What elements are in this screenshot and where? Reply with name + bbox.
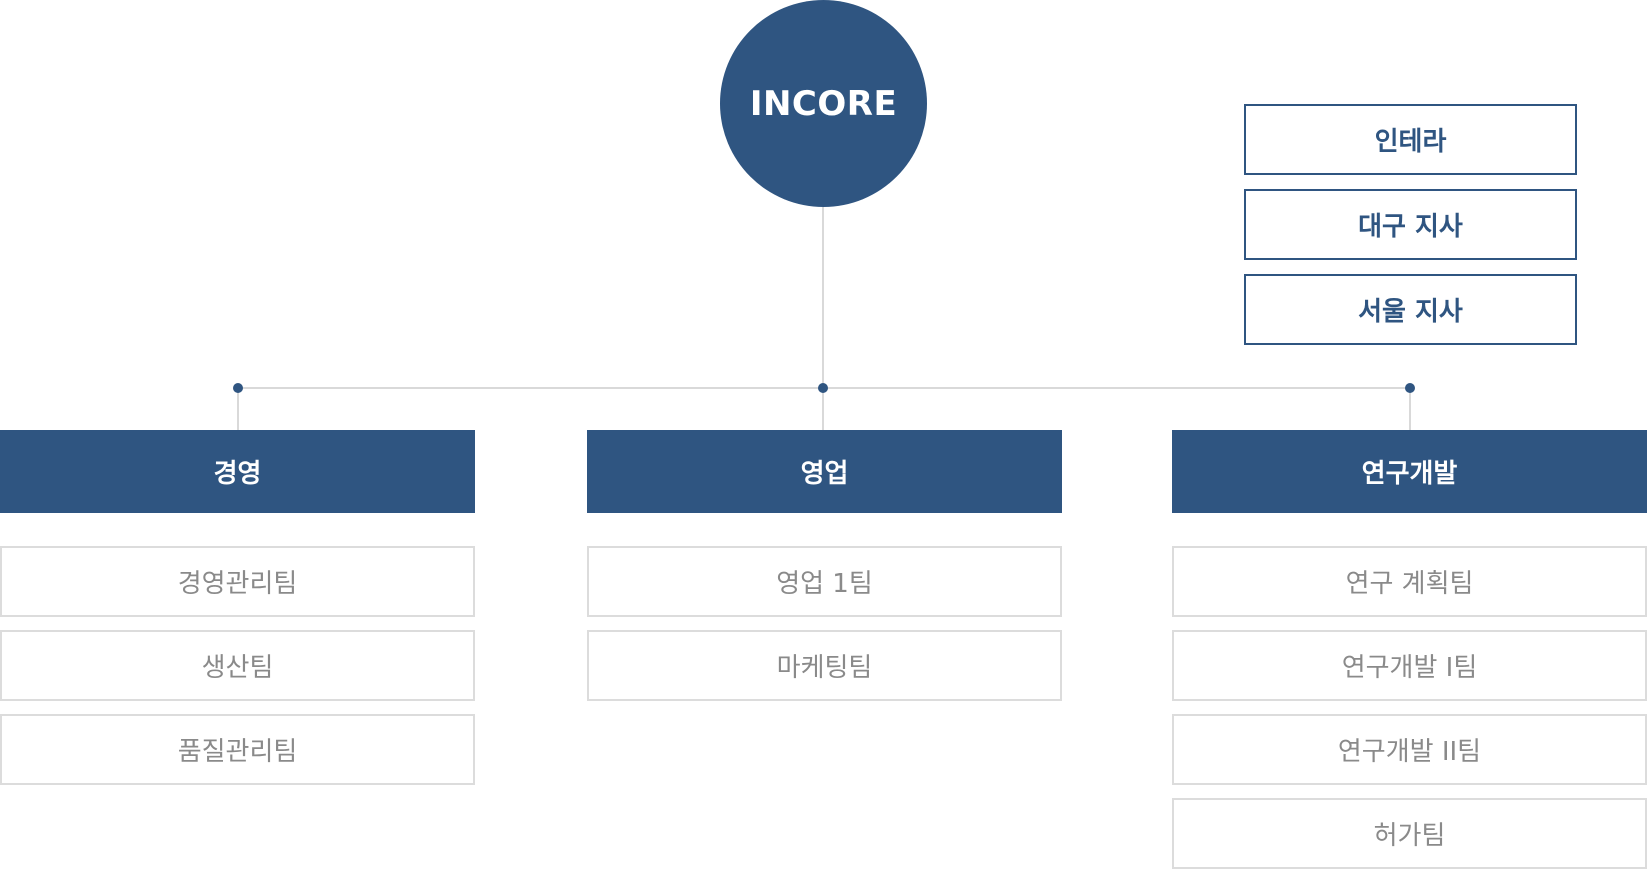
team-box: 마케팅팀 <box>587 630 1062 701</box>
junction-dot-2 <box>818 383 828 393</box>
junction-dot-3 <box>1405 383 1415 393</box>
affiliate-box-seoul: 서울 지사 <box>1244 274 1577 345</box>
affiliate-box-daegu: 대구 지사 <box>1244 189 1577 260</box>
dept-header-sales: 영업 <box>587 430 1062 513</box>
dept-label: 경영 <box>213 459 262 489</box>
team-box: 영업 1팀 <box>587 546 1062 617</box>
team-box: 연구개발 II팀 <box>1172 714 1647 785</box>
affiliate-label: 인테라 <box>1374 127 1447 157</box>
team-box: 생산팀 <box>0 630 475 701</box>
team-box: 연구개발 I팀 <box>1172 630 1647 701</box>
dept-header-management: 경영 <box>0 430 475 513</box>
team-label: 연구개발 I팀 <box>1341 653 1478 683</box>
team-label: 생산팀 <box>201 653 274 683</box>
team-label: 마케팅팀 <box>776 653 873 683</box>
team-label: 경영관리팀 <box>177 569 298 599</box>
dept-label: 영업 <box>800 459 849 489</box>
team-label: 연구 계획팀 <box>1345 569 1474 599</box>
team-box: 허가팀 <box>1172 798 1647 869</box>
affiliate-label: 서울 지사 <box>1358 297 1463 327</box>
dept-header-rnd: 연구개발 <box>1172 430 1647 513</box>
team-box: 연구 계획팀 <box>1172 546 1647 617</box>
team-box: 경영관리팀 <box>0 546 475 617</box>
root-node: INCORE <box>720 0 927 207</box>
root-label: INCORE <box>749 83 898 124</box>
team-label: 영업 1팀 <box>776 569 873 599</box>
team-label: 허가팀 <box>1373 821 1446 851</box>
affiliate-box-interra: 인테라 <box>1244 104 1577 175</box>
team-label: 품질관리팀 <box>177 737 298 767</box>
team-label: 연구개발 II팀 <box>1337 737 1482 767</box>
affiliate-label: 대구 지사 <box>1358 212 1463 242</box>
dept-label: 연구개발 <box>1361 459 1458 489</box>
team-box: 품질관리팀 <box>0 714 475 785</box>
junction-dot-1 <box>233 383 243 393</box>
